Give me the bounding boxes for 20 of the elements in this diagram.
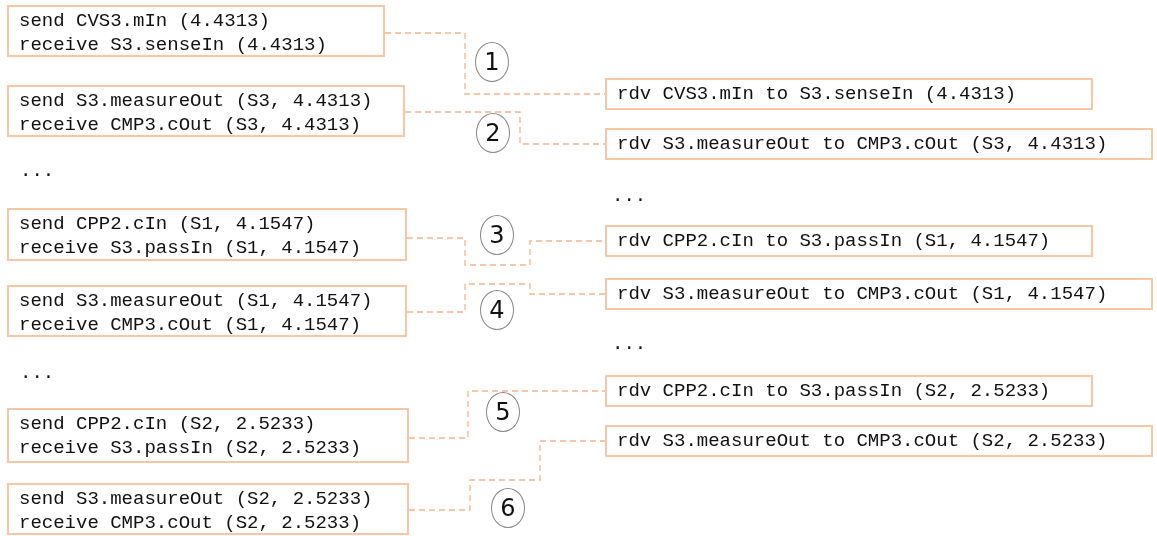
- dashed-connector: [408, 440, 606, 511]
- dashed-connector: [408, 390, 606, 439]
- message-box: send CVS3.mIn (4.4313) receive S3.senseIn (4.4313): [7, 5, 385, 57]
- dashed-connector: [406, 283, 606, 313]
- message-box: send S3.measureOut (S1, 4.1547) receive CMP3.cOut (S1, 4.1547): [7, 285, 407, 337]
- message-box: send CPP2.cIn (S2, 2.5233) receive S3.passIn (S2, 2.5233): [7, 408, 409, 463]
- rendezvous-box: rdv CPP2.cIn to S3.passIn (S2, 2.5233): [605, 375, 1093, 407]
- rendezvous-box: rdv CVS3.mIn to S3.senseIn (4.4313): [605, 78, 1093, 110]
- ellipsis-text: ...: [20, 362, 55, 384]
- message-box: send CPP2.cIn (S1, 4.1547) receive S3.passIn (S1, 4.1547): [7, 208, 407, 261]
- message-box: send S3.measureOut (S3, 4.4313) receive CMP3.cOut (S3, 4.4313): [7, 85, 405, 137]
- rendezvous-box: rdv S3.measureOut to CMP3.cOut (S2, 2.5233): [605, 425, 1153, 457]
- rendezvous-box: rdv S3.measureOut to CMP3.cOut (S3, 4.4313): [605, 128, 1153, 160]
- rendezvous-box: rdv S3.measureOut to CMP3.cOut (S1, 4.1547): [605, 278, 1153, 310]
- ellipsis-text: ...: [612, 185, 647, 207]
- dashed-connector: [404, 111, 606, 145]
- rendezvous-box: rdv CPP2.cIn to S3.passIn (S1, 4.1547): [605, 225, 1093, 257]
- message-box: send S3.measureOut (S2, 2.5233) receive CMP3.cOut (S2, 2.5233): [7, 483, 409, 535]
- ellipsis-text: ...: [20, 160, 55, 182]
- ellipsis-text: ...: [612, 333, 647, 355]
